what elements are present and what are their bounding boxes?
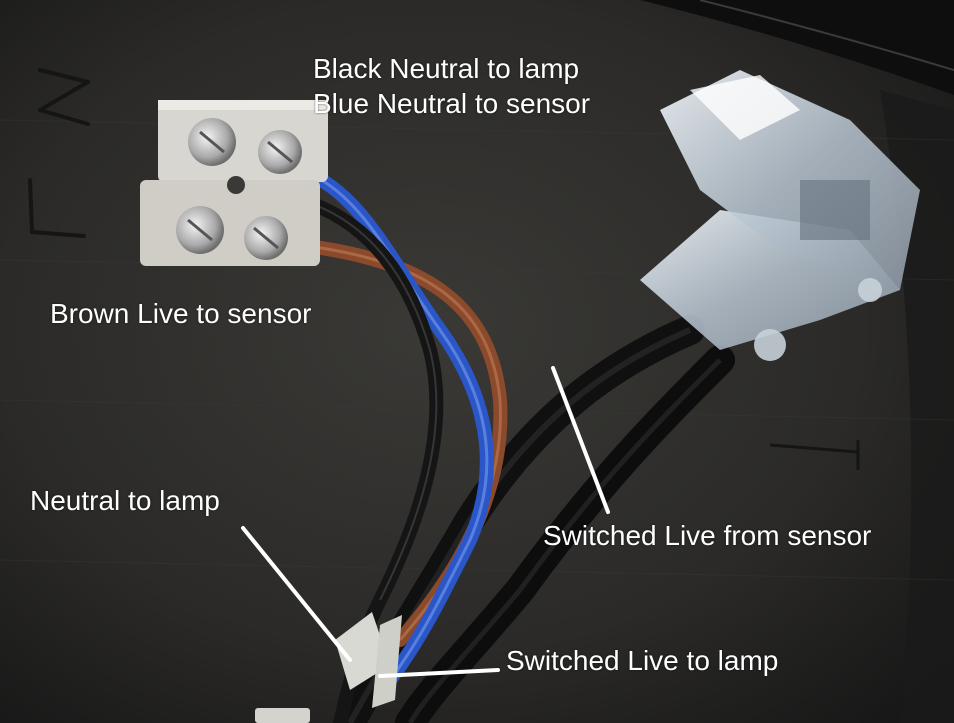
brown-live-label: Brown Live to sensor	[50, 298, 312, 329]
cable-tie	[255, 708, 310, 723]
housing-side	[880, 90, 954, 723]
pointer-switched-live-from-sensor	[551, 366, 610, 514]
switched-live-to-lamp-label: Switched Live to lamp	[506, 645, 779, 676]
blue-neutral-label: Blue Neutral to sensor	[313, 88, 591, 119]
pointer-switched-live-to-lamp	[378, 668, 500, 678]
neutral-to-lamp-label: Neutral to lamp	[30, 485, 220, 516]
housing-edge	[640, 0, 954, 95]
sleeve-right	[372, 615, 402, 708]
embossed-n-mark	[38, 68, 90, 126]
pointer-neutral-to-lamp	[241, 526, 352, 662]
embossed-mark-right	[769, 440, 860, 470]
clear-connector	[640, 70, 920, 361]
embossed-l-mark	[28, 178, 86, 238]
black-neutral-label: Black Neutral to lamp	[313, 53, 580, 84]
neutral-wires-annotation: Black Neutral to lamp Blue Neutral to se…	[313, 51, 590, 121]
terminal-block	[140, 100, 328, 266]
switched-live-from-sensor-label: Switched Live from sensor	[543, 520, 872, 551]
